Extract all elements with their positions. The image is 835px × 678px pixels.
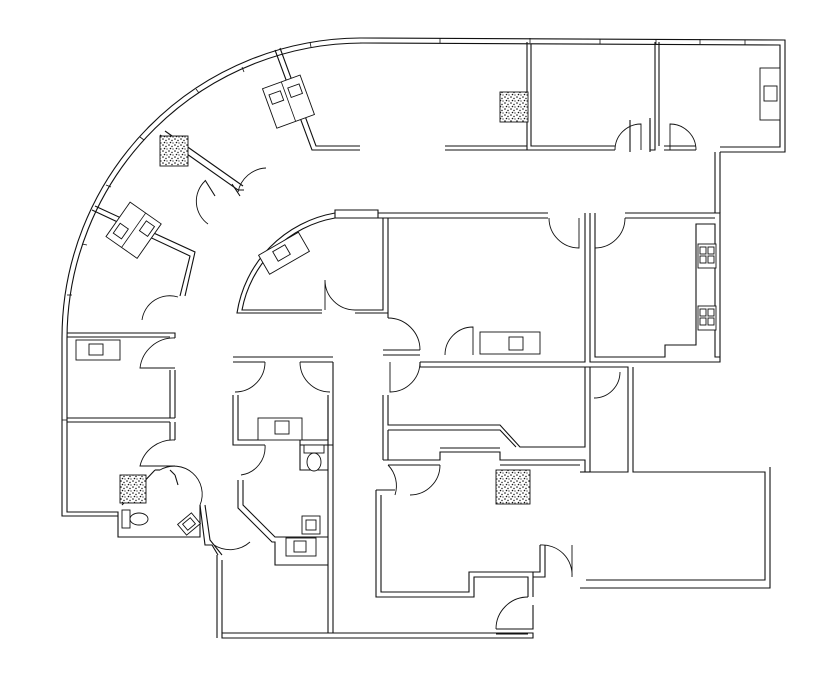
sink-fixture (697, 243, 717, 269)
computer-desk (479, 331, 541, 355)
exterior-walls (61, 37, 786, 517)
central-area (382, 349, 586, 472)
computer-desk (75, 339, 121, 361)
planter (499, 91, 529, 123)
north-offices (445, 42, 696, 152)
computer-desk (285, 537, 317, 557)
planter (495, 469, 531, 505)
west-radial-offices (67, 47, 360, 440)
east-rooms (420, 152, 771, 589)
sink-fixture (301, 515, 321, 535)
planter (119, 474, 147, 504)
planters (119, 91, 531, 505)
toilet-fixture (303, 444, 325, 472)
toilet-fixture (121, 509, 149, 529)
workstation-desk (105, 201, 162, 259)
south-conference (221, 489, 546, 639)
restroom-block (216, 356, 334, 638)
workstation-desk (261, 74, 316, 129)
sink-fixture (176, 512, 202, 536)
doors (139, 123, 697, 630)
reception-room (236, 209, 548, 318)
computer-desk (257, 417, 303, 441)
southwest-rooms (98, 469, 223, 556)
computer-desk (759, 67, 781, 121)
planter (159, 135, 189, 167)
furniture (75, 67, 781, 557)
reception-desk (257, 231, 311, 275)
sink-fixture (697, 305, 717, 331)
